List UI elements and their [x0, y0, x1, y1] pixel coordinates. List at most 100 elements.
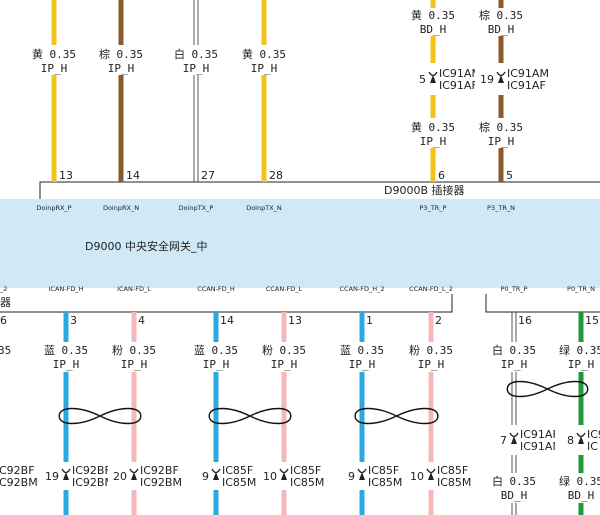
splice-label-2: IC85M: [222, 476, 256, 489]
pin-number: 13: [59, 169, 73, 182]
pin-number: 6: [438, 169, 445, 182]
splice-label-2: IC92BM: [140, 476, 182, 489]
label-mask: [405, 342, 457, 372]
pin-number: 2: [435, 314, 442, 327]
module-label: D9000 中央安全网关_中: [85, 239, 207, 253]
wire-label-zone: IP_H: [418, 358, 445, 371]
wire-label-zone: IP_H: [501, 358, 528, 371]
wire-label-color: 棕 0.35: [479, 120, 523, 134]
wire-label-zone: IP_H: [183, 62, 210, 75]
wire-label-fragment: 35: [0, 344, 11, 357]
twisted-pair-icon: [506, 380, 589, 398]
wire-label-color: 黄 0.35: [32, 47, 76, 61]
splice-number: 10: [263, 470, 277, 483]
wire-label-zone: IP_H: [420, 135, 447, 148]
splice-number: 20: [113, 470, 127, 483]
splice-label-1: IC85F: [437, 464, 468, 477]
splice-arrow-icon: [131, 472, 137, 480]
splice-arrow-icon: [578, 436, 584, 444]
wire-label-color: 蓝 0.35: [194, 344, 238, 357]
splice-number: 7: [500, 434, 507, 447]
signal-name: ICAN-FD_L: [117, 285, 151, 293]
bottom-connector-outline: [0, 294, 453, 313]
wire-label-color: 蓝 0.35: [44, 344, 88, 357]
splice-label-1: IC92BF: [140, 464, 179, 477]
pin-number: 27: [201, 169, 215, 182]
splice-number: 19: [45, 470, 59, 483]
wire-label-color: 白 0.35: [492, 343, 536, 357]
splice-number: 10: [410, 470, 424, 483]
splice-arrow-icon: [281, 472, 287, 480]
bottom-connector-outline-right: [485, 294, 600, 313]
signal-name: CCAN-FD_H_2: [340, 285, 385, 293]
splice-label-2: IC91AF: [507, 79, 546, 92]
splice-label-1: IC91AM: [507, 67, 549, 80]
pin-number: 14: [126, 169, 140, 182]
wire-label-color: 黄 0.35: [411, 8, 455, 22]
twisted-pair-icon: [58, 407, 142, 425]
signal-name: CCAN-FD_L: [266, 285, 303, 293]
wire-label-zone: IP_H: [488, 135, 515, 148]
splice-number: 19: [480, 73, 494, 86]
splice-label-fragment: C92BM: [0, 476, 38, 489]
pin-number: 28: [269, 169, 283, 182]
wire-label-color: 绿 0.35: [559, 343, 600, 357]
signal-name: CCAN-FD_L_2: [409, 285, 453, 293]
splice-label-1: IC92BF: [72, 464, 111, 477]
signal-name: P0_TR_P: [501, 285, 528, 293]
signal-name-fragment: _2: [0, 285, 7, 293]
splice-number: 9: [202, 470, 209, 483]
label-mask: [555, 425, 600, 455]
splice-label-2: IC: [587, 440, 598, 453]
label-mask: [238, 45, 290, 75]
top-connector-label: D9000B 插接器: [384, 183, 465, 197]
wire-label-color: 绿 0.35: [559, 474, 600, 488]
signal-name: P0_TR_N: [567, 285, 595, 293]
wire-label-color: 黄 0.35: [411, 120, 455, 134]
splice-label-1: IC85F: [368, 464, 399, 477]
wire-label-zone: IP_H: [121, 358, 148, 371]
wire-label-zone: BD_H: [568, 489, 595, 502]
splice-label-1: IC91AF: [520, 428, 559, 441]
pin-number: 15: [585, 314, 599, 327]
wire-label-color: 白 0.35: [492, 474, 536, 488]
wire-label-color: 棕 0.35: [479, 8, 523, 22]
splice-arrow-icon: [359, 472, 365, 480]
wire-label-zone: BD_H: [420, 23, 447, 36]
splice-arrow-icon: [213, 472, 219, 480]
splice-label-2: IC91AM: [520, 440, 562, 453]
wire-label-zone: IP_H: [108, 62, 135, 75]
wire-label-zone: IP_H: [568, 358, 595, 371]
wire-label-zone: BD_H: [488, 23, 515, 36]
label-mask: [407, 8, 459, 36]
wire-label-color: 蓝 0.35: [340, 344, 384, 357]
splice-label-1: IC91AF: [587, 428, 600, 441]
label-mask: [258, 342, 310, 372]
wire-label-zone: IP_H: [251, 62, 278, 75]
pin-number: 1: [366, 314, 373, 327]
module-body: [0, 199, 600, 288]
pin-number: 14: [220, 314, 234, 327]
label-mask: [190, 342, 242, 372]
wire-label-zone: IP_H: [41, 62, 68, 75]
splice-label-2: IC85M: [290, 476, 324, 489]
splice-arrow-icon: [511, 436, 517, 444]
label-mask: [407, 118, 459, 148]
splice-number: 8: [567, 434, 574, 447]
label-mask: [336, 342, 388, 372]
signal-name: ICAN-FD_H: [49, 285, 84, 293]
signal-name: DoinpTX_N: [246, 204, 282, 212]
label-mask: [555, 473, 600, 503]
splice-arrow-icon: [428, 472, 434, 480]
splice-label-1: IC85F: [290, 464, 321, 477]
top-connector-outline: [39, 181, 600, 199]
pin-number: 3: [70, 314, 77, 327]
pin-number: 5: [506, 169, 513, 182]
label-mask: [488, 342, 540, 372]
signal-name: P3_TR_P: [420, 204, 447, 212]
splice-number: 9: [348, 470, 355, 483]
wire-label-zone: IP_H: [349, 358, 376, 371]
wire-label-zone: BD_H: [501, 489, 528, 502]
signal-name: DoinpTX_P: [179, 204, 214, 212]
